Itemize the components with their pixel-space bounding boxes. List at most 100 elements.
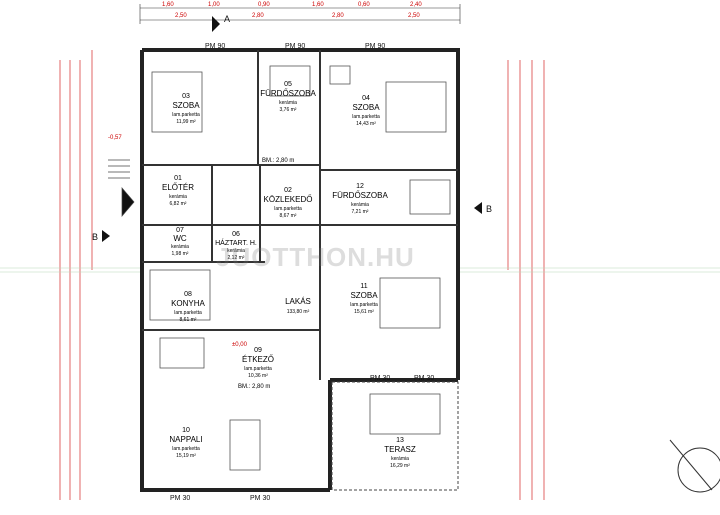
wall-label: PM 30 xyxy=(414,375,434,382)
svg-text:2,12 m²: 2,12 m² xyxy=(228,255,245,261)
dim-top-r2-1: 2,50 xyxy=(175,13,187,19)
wall-label: PM 30 xyxy=(170,495,190,502)
room-03: 03 SZOBA lam.parketta 11,99 m² xyxy=(172,93,200,125)
room-05: 05 FÜRDŐSZOBA kerámia 3,76 m² xyxy=(260,81,316,113)
svg-text:kerámia: kerámia xyxy=(169,194,187,200)
entry-stairs xyxy=(108,159,135,217)
svg-text:kerámia: kerámia xyxy=(171,244,189,250)
section-marker-b-right: B xyxy=(474,202,492,214)
svg-text:lam.parketta: lam.parketta xyxy=(172,112,200,118)
svg-text:TERASZ: TERASZ xyxy=(384,445,416,454)
svg-text:ELŐTÉR: ELŐTÉR xyxy=(162,183,194,192)
svg-text:07: 07 xyxy=(176,227,184,234)
svg-text:11,99 m²: 11,99 m² xyxy=(176,119,196,125)
dim-top-r2-2: 2,80 xyxy=(252,13,264,19)
dim-top-5: 0,60 xyxy=(358,2,370,8)
svg-text:FÜRDŐSZOBA: FÜRDŐSZOBA xyxy=(260,89,316,98)
dim-top-2: 1,00 xyxy=(208,2,220,8)
svg-text:02: 02 xyxy=(284,187,292,194)
svg-text:lam.parketta: lam.parketta xyxy=(350,302,378,308)
wall-label: PM 90 xyxy=(205,43,225,50)
room-09: 09 ÉTKEZŐ lam.parketta 10,36 m² xyxy=(242,347,274,379)
terrain-hatch xyxy=(0,267,720,273)
svg-text:09: 09 xyxy=(254,347,262,354)
dim-top-1: 1,60 xyxy=(162,2,174,8)
svg-text:13: 13 xyxy=(396,437,404,444)
svg-text:1,98 m²: 1,98 m² xyxy=(172,251,189,257)
svg-text:16,29 m²: 16,29 m² xyxy=(390,463,410,469)
bm-label-1: BM.: 2,80 m xyxy=(262,158,294,164)
top-dimension-text: 1,60 1,00 0,90 1,60 0,60 2,40 2,50 2,80 … xyxy=(162,2,422,19)
watermark: JUOTTHON.HU xyxy=(216,242,415,272)
right-dimension-lines xyxy=(507,60,545,500)
section-a-label: A xyxy=(224,14,230,24)
svg-text:15,19 m²: 15,19 m² xyxy=(176,453,196,459)
svg-text:15,61 m²: 15,61 m² xyxy=(354,309,374,315)
dim-top-r2-4: 2,50 xyxy=(408,13,420,19)
svg-text:03: 03 xyxy=(182,93,190,100)
room-04: 04 SZOBA lam.parketta 14,43 m² xyxy=(352,95,380,127)
section-marker-b-left: B xyxy=(92,230,110,242)
dim-top-4: 1,60 xyxy=(312,2,324,8)
wall-label: PM 30 xyxy=(250,495,270,502)
svg-text:7,21 m²: 7,21 m² xyxy=(352,209,369,215)
top-dimension-lines xyxy=(139,4,461,24)
svg-text:04: 04 xyxy=(362,95,370,102)
level-mark: ±0,00 xyxy=(232,342,248,348)
lakas-total: LAKÁS 133,80 m² xyxy=(285,297,311,315)
svg-text:8,61 m²: 8,61 m² xyxy=(180,317,197,323)
svg-text:SZOBA: SZOBA xyxy=(352,103,380,112)
section-marker-a: A xyxy=(212,14,230,32)
room-06: 06 HÁZTART. H. kerámia 2,12 m² xyxy=(215,231,257,261)
svg-text:FÜRDŐSZOBA: FÜRDŐSZOBA xyxy=(332,191,388,200)
section-b-right-label: B xyxy=(486,204,492,214)
svg-text:lam.parketta: lam.parketta xyxy=(274,206,302,212)
wall-label: PM 90 xyxy=(285,43,305,50)
svg-text:lam.parketta: lam.parketta xyxy=(352,114,380,120)
svg-text:SZOBA: SZOBA xyxy=(350,291,378,300)
svg-text:06: 06 xyxy=(232,231,240,238)
room-08: 08 KONYHA lam.parketta 8,61 m² xyxy=(171,291,205,323)
svg-text:KÖZLEKEDŐ: KÖZLEKEDŐ xyxy=(264,195,313,204)
dim-top-3: 0,90 xyxy=(258,2,270,8)
svg-text:NAPPALI: NAPPALI xyxy=(169,435,202,444)
svg-text:12: 12 xyxy=(356,183,364,190)
bm-label-2: BM.: 2,80 m xyxy=(238,384,270,390)
terrace-outline xyxy=(331,381,459,491)
svg-text:SZOBA: SZOBA xyxy=(172,101,200,110)
svg-text:lam.parketta: lam.parketta xyxy=(172,446,200,452)
svg-text:10: 10 xyxy=(182,427,190,434)
svg-text:05: 05 xyxy=(284,81,292,88)
wall-label: PM 30 xyxy=(370,375,390,382)
section-b-left-label: B xyxy=(92,232,98,242)
room-12: 12 FÜRDŐSZOBA kerámia 7,21 m² xyxy=(332,183,388,215)
inner-walls xyxy=(142,50,458,380)
svg-text:LAKÁS: LAKÁS xyxy=(285,297,311,306)
room-10: 10 NAPPALI lam.parketta 15,19 m² xyxy=(169,427,202,459)
ceiling-height-labels: BM.: 2,80 m BM.: 2,80 m xyxy=(238,158,294,390)
room-02: 02 KÖZLEKEDŐ lam.parketta 8,67 m² xyxy=(264,187,313,219)
svg-text:10,36 m²: 10,36 m² xyxy=(248,373,268,379)
left-dimension-lines xyxy=(59,50,93,500)
north-arrow xyxy=(669,439,720,493)
level-marks: ±0,00 -0,57 xyxy=(108,135,248,348)
room-01: 01 ELŐTÉR kerámia 6,82 m² xyxy=(162,175,194,207)
room-07: 07 WC kerámia 1,98 m² xyxy=(171,227,189,257)
svg-text:kerámia: kerámia xyxy=(351,202,369,208)
svg-text:08: 08 xyxy=(184,291,192,298)
room-11: 11 SZOBA lam.parketta 15,61 m² xyxy=(350,283,378,315)
svg-text:6,82 m²: 6,82 m² xyxy=(170,201,187,207)
dim-top-r2-3: 2,80 xyxy=(332,13,344,19)
svg-text:11: 11 xyxy=(360,283,367,290)
svg-text:lam.parketta: lam.parketta xyxy=(174,310,202,316)
svg-text:ÉTKEZŐ: ÉTKEZŐ xyxy=(242,355,274,364)
svg-text:kerámia: kerámia xyxy=(227,248,245,254)
svg-text:01: 01 xyxy=(174,175,182,182)
svg-text:kerámia: kerámia xyxy=(391,456,409,462)
room-13: 13 TERASZ kerámia 16,29 m² xyxy=(384,437,416,469)
svg-text:8,67 m²: 8,67 m² xyxy=(280,213,297,219)
level-mark-outside: -0,57 xyxy=(108,135,122,141)
svg-text:KONYHA: KONYHA xyxy=(171,299,205,308)
